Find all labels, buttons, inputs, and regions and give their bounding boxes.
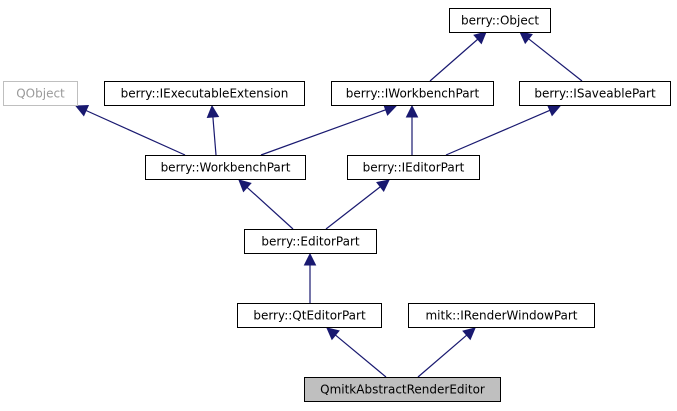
class-label: QObject <box>16 87 65 101</box>
class-box <box>449 8 551 33</box>
arrowhead-icon <box>326 327 340 341</box>
inheritance-edge-qmitk-to-qteditorpart <box>326 327 387 378</box>
class-box <box>104 81 305 106</box>
class-box <box>237 303 382 328</box>
arrowhead-icon <box>462 327 476 341</box>
edge-layer <box>74 31 583 378</box>
edge-line <box>246 186 294 230</box>
class-label: berry::IEditorPart <box>363 161 465 175</box>
class-label: berry::IExecutableExtension <box>121 87 289 101</box>
class-node-workbenchpart[interactable]: berry::WorkbenchPart <box>145 155 306 180</box>
edge-line <box>429 38 479 82</box>
edge-line <box>325 186 381 230</box>
class-label: berry::WorkbenchPart <box>161 161 291 175</box>
class-label: berry::ISaveablePart <box>534 87 656 101</box>
class-node-irenderwindowpart[interactable]: mitk::IRenderWindowPart <box>408 303 595 328</box>
arrowhead-icon <box>206 104 220 118</box>
class-box <box>145 155 306 180</box>
class-label: QmitkAbstractRenderEditor <box>320 383 485 397</box>
edge-line <box>445 109 551 156</box>
inheritance-edge-workbenchpart-to-iexec <box>206 104 220 156</box>
class-label: berry::QtEditorPart <box>253 309 366 323</box>
class-box <box>408 303 595 328</box>
class-node-iworkbenchpart[interactable]: berry::IWorkbenchPart <box>331 81 494 106</box>
inheritance-edge-isaveable-to-object <box>519 31 583 82</box>
arrowhead-icon <box>546 104 562 117</box>
arrowhead-icon <box>405 104 419 118</box>
arrowhead-icon <box>238 179 252 193</box>
arrowhead-icon <box>74 104 90 117</box>
inheritance-edge-ieditorpart-to-iworkbenchpart <box>405 104 419 155</box>
arrowhead-icon <box>383 103 398 116</box>
arrowhead-icon <box>376 179 390 193</box>
class-node-qmitk[interactable]: QmitkAbstractRenderEditor <box>304 377 501 402</box>
inheritance-edge-ieditorpart-to-isaveable <box>445 104 562 156</box>
class-label: mitk::IRenderWindowPart <box>425 309 577 323</box>
class-label: berry::Object <box>461 14 539 28</box>
arrowhead-icon <box>303 252 317 266</box>
class-node-object[interactable]: berry::Object <box>449 8 551 33</box>
class-node-isaveable[interactable]: berry::ISaveablePart <box>519 81 671 106</box>
class-node-qobject[interactable]: QObject <box>3 81 78 106</box>
inheritance-edge-iworkbenchpart-to-object <box>429 31 487 82</box>
class-box <box>244 229 377 254</box>
class-box <box>331 81 494 106</box>
edge-line <box>335 334 387 378</box>
edge-line <box>212 116 217 156</box>
inheritance-edge-editorpart-to-workbenchpart <box>238 179 294 230</box>
class-box <box>347 155 480 180</box>
class-node-iexec[interactable]: berry::IExecutableExtension <box>104 81 305 106</box>
inheritance-edge-workbenchpart-to-qobject <box>74 104 186 156</box>
class-label: berry::EditorPart <box>261 235 359 249</box>
class-node-ieditorpart[interactable]: berry::IEditorPart <box>347 155 480 180</box>
inheritance-edge-qteditorpart-to-editorpart <box>303 252 317 303</box>
edge-line <box>528 38 583 82</box>
edge-line <box>85 109 186 156</box>
inheritance-edge-qmitk-to-irenderwindowpart <box>417 327 476 378</box>
edge-line <box>260 109 386 156</box>
class-node-editorpart[interactable]: berry::EditorPart <box>244 229 377 254</box>
class-label: berry::IWorkbenchPart <box>346 87 480 101</box>
edge-line <box>417 334 468 378</box>
inheritance-edge-editorpart-to-ieditorpart <box>325 179 390 230</box>
class-box <box>304 377 501 402</box>
class-box <box>519 81 671 106</box>
class-box <box>3 81 78 106</box>
inheritance-edge-workbenchpart-to-iworkbenchpart <box>260 103 398 156</box>
arrowhead-icon <box>519 31 533 45</box>
class-node-qteditorpart[interactable]: berry::QtEditorPart <box>237 303 382 328</box>
arrowhead-icon <box>473 31 487 45</box>
